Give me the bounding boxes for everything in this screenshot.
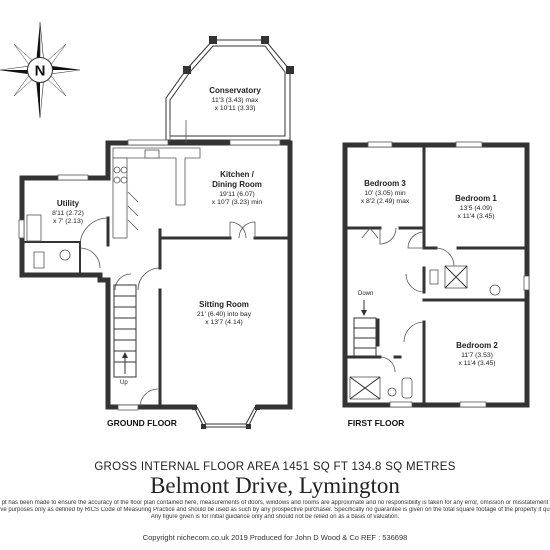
window xyxy=(459,401,487,408)
window xyxy=(455,141,483,148)
compass-north-label: N xyxy=(35,63,46,80)
window xyxy=(389,401,413,408)
utility-units xyxy=(26,214,42,242)
conservatory-dim1: 11'3 (3.43) max xyxy=(212,97,259,104)
kitchen-name-line2: Dining Room xyxy=(212,180,262,189)
sitting-room-name: Sitting Room xyxy=(199,300,249,309)
wc-icon xyxy=(401,377,413,399)
bay-window xyxy=(193,406,259,428)
basin-icon xyxy=(387,387,397,397)
bedroom3-name: Bedroom 3 xyxy=(364,179,406,188)
cupboard-doors xyxy=(127,191,139,231)
bedroom1-name: Bedroom 1 xyxy=(455,194,497,203)
first-floor-plan: Down Bedroom 3 10' (3.05) min x 8'2 (2.4… xyxy=(342,141,530,428)
utility-door xyxy=(79,217,109,247)
conservatory-name: Conservatory xyxy=(209,86,261,95)
utility-name: Utility xyxy=(57,199,80,208)
wc-door xyxy=(79,247,101,269)
bedroom2-dim2: x 11'4 (3.45) xyxy=(458,360,495,367)
bedroom2-dim1: 11'7 (3.53) xyxy=(461,352,493,359)
cupboard-doors xyxy=(361,227,379,239)
utility-dim1: 8'11 (2.72) xyxy=(52,210,84,217)
conservatory-post xyxy=(286,66,294,74)
copyright-credit: Copyright nichecom.co.uk 2019 Produced f… xyxy=(142,533,408,542)
kitchen-worktop xyxy=(112,147,201,206)
sitting-room-dim2: x 13'7 (4.14) xyxy=(205,319,243,326)
window xyxy=(229,139,281,146)
ground-floor-walls xyxy=(107,140,293,410)
compass-rose-icon: N xyxy=(0,21,81,119)
stairs-up-label: Up xyxy=(120,380,128,386)
window xyxy=(57,174,89,181)
bedroom2-name: Bedroom 2 xyxy=(456,341,498,350)
utility-dim2: x 7' (2.13) xyxy=(53,218,83,225)
floor-plan: N xyxy=(0,21,530,429)
sitting-door xyxy=(229,221,247,239)
disclaimer-line: ve purposes only as defined by RICS Code… xyxy=(0,507,550,513)
sitting-room-dim1: 21' (6.40) into bay xyxy=(197,311,252,318)
window xyxy=(117,404,139,411)
front-door xyxy=(139,388,159,408)
first-floor-stairs xyxy=(353,300,377,357)
property-address: Belmont Drive, Lymington xyxy=(150,473,400,498)
conservatory-outline xyxy=(165,39,291,141)
bay-window xyxy=(196,406,256,425)
window xyxy=(18,219,25,239)
conservatory-doors xyxy=(169,120,187,143)
gross-floor-area: GROSS INTERNAL FLOOR AREA 1451 SQ FT 134… xyxy=(94,461,456,473)
kitchen-dim1: 19'11 (6.07) xyxy=(219,191,255,198)
conservatory-post xyxy=(209,36,217,44)
kitchen-dim2: x 10'7 (3.23) min xyxy=(212,199,263,206)
conservatory-glazing xyxy=(169,45,286,137)
conservatory-dim2: x 10'11 (3.33) xyxy=(215,105,256,112)
disclaimer-line: Any figure given is for initial guidance… xyxy=(150,514,400,520)
kitchen-name-line1: Kitchen / xyxy=(220,170,255,179)
sink-icon xyxy=(144,149,160,159)
ground-floor-stairs xyxy=(113,284,137,378)
bedroom1-dim2: x 11'4 (3.45) xyxy=(457,213,494,220)
window xyxy=(523,275,530,291)
stairs-down-label: Down xyxy=(358,291,373,297)
wc-icon xyxy=(33,251,45,269)
window xyxy=(367,141,393,148)
ground-floor-plan: Up Conservatory 11'3 (3.43) max x 10'11 … xyxy=(18,36,294,429)
window xyxy=(127,139,169,146)
conservatory-post xyxy=(183,66,191,74)
first-floor-label: FIRST FLOOR xyxy=(348,418,405,428)
ground-floor-walls xyxy=(19,140,197,410)
ground-floor-label: GROUND FLOOR xyxy=(107,418,177,428)
wc-icon xyxy=(429,269,439,285)
disclaimer-line: pt has been made to ensure the accuracy … xyxy=(1,500,549,506)
hob-icon xyxy=(113,166,121,174)
bedroom1-dim1: 13'5 (4.09) xyxy=(460,205,492,212)
basin-icon xyxy=(59,249,71,261)
bedroom3-dim1: 10' (3.05) min xyxy=(364,190,406,197)
bedroom3-dim2: x 8'2 (2.49) max xyxy=(361,198,410,205)
conservatory-post xyxy=(261,36,269,44)
basin-icon xyxy=(489,284,501,296)
